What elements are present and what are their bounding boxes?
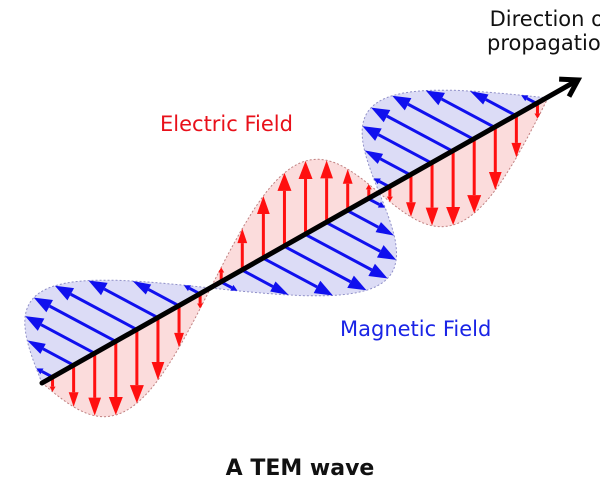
magnetic-field-group — [25, 90, 539, 379]
magnetic-field-label: Magnetic Field — [340, 317, 492, 341]
propagation-axis — [39, 76, 583, 386]
electric-field-label: Electric Field — [160, 112, 293, 136]
propagation-label: Direction of propagation — [487, 7, 600, 55]
propagation-label-line2: propagation — [487, 31, 600, 56]
diagram-title: A TEM wave — [225, 456, 375, 481]
propagation-label-line1: Direction of — [489, 7, 600, 31]
